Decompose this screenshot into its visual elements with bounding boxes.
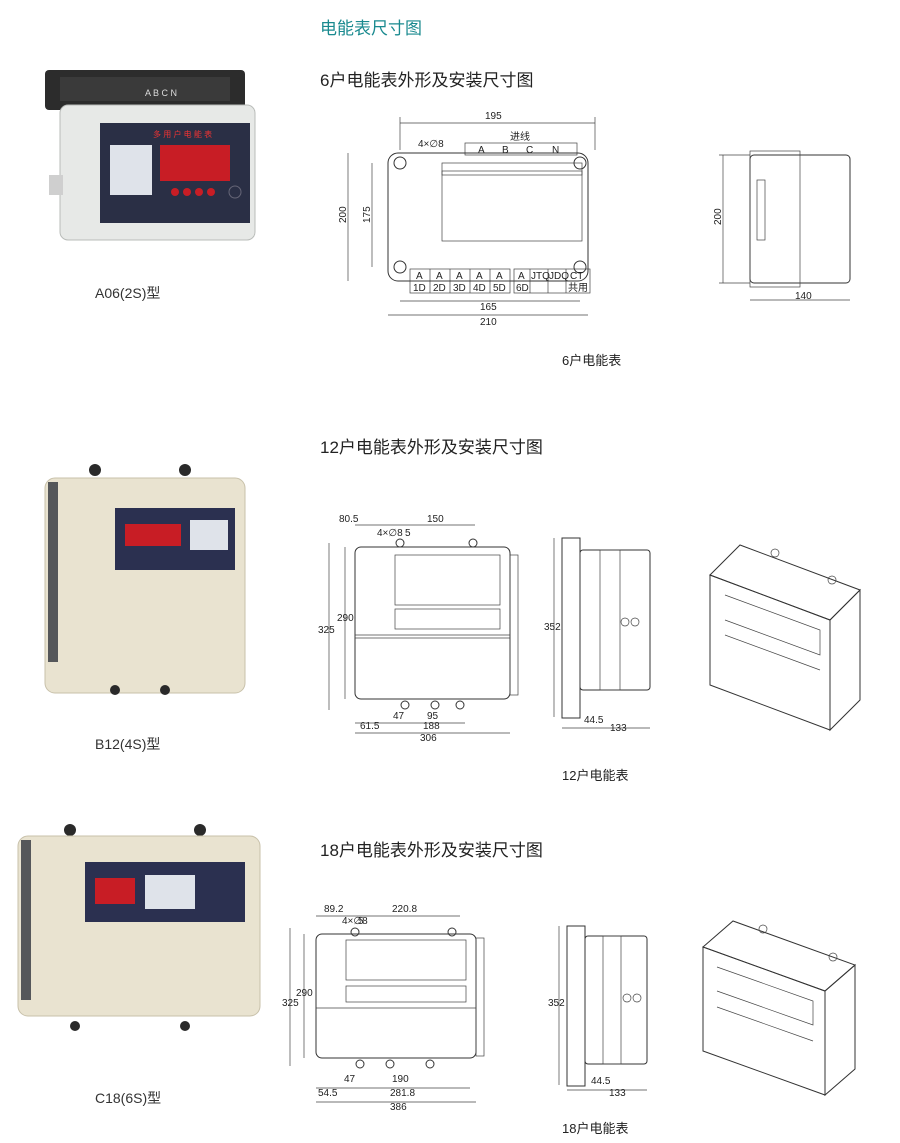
svg-text:4D: 4D [473, 283, 486, 294]
dim-a-12: 80.5 [339, 514, 359, 525]
front-drawing-12: 80.5 150 4×∅8 5 325 290 47 95 61.5 188 3… [318, 514, 519, 744]
model-label-b12: B12(4S)型 [95, 736, 161, 752]
dim-side-h-6: 200 [713, 208, 724, 225]
dim-side-h-18: 352 [548, 998, 565, 1009]
hole-label-6: 4×∅8 [418, 139, 444, 150]
dim-side-d-12: 133 [610, 723, 627, 734]
svg-text:B: B [502, 145, 509, 156]
iso-drawing-12 [709, 544, 861, 732]
hole-label-12: 4×∅8 [377, 528, 403, 539]
side-drawing-12: 352 44.5 133 [544, 537, 651, 734]
section-3-title: 18户电能表外形及安装尺寸图 [320, 841, 543, 860]
dim-d1-18: 47 [344, 1074, 356, 1085]
inlet-label: 进线 [510, 130, 530, 143]
product-photo-b12 [44, 464, 246, 695]
front-drawing-18: 89.2 220.8 4×∅8 5 325 290 47 190 54.5 28… [282, 904, 485, 1113]
caption-18: 18户电能表 [562, 1121, 629, 1136]
svg-text:5D: 5D [493, 283, 506, 294]
svg-text:CT: CT [570, 271, 583, 282]
dim-d4-18: 54.5 [318, 1088, 338, 1099]
dim-d5-12: 306 [420, 733, 437, 744]
dim-d2-18: 190 [392, 1074, 409, 1085]
dim-a-18: 89.2 [324, 904, 344, 915]
dim-d3-18: 281.8 [390, 1088, 415, 1099]
svg-text:1D: 1D [413, 283, 426, 294]
model-label-c18: C18(6S)型 [95, 1090, 162, 1106]
model-label-a06: A06(2S)型 [95, 285, 161, 301]
dim-h-in-12: 290 [337, 613, 354, 624]
svg-text:6D: 6D [516, 283, 529, 294]
section-1-title: 6户电能表外形及安装尺寸图 [320, 71, 534, 90]
caption-6: 6户电能表 [562, 353, 622, 368]
dim-side-d-18: 133 [609, 1088, 626, 1099]
page-title: 电能表尺寸图 [320, 19, 422, 38]
product-photo-c18 [17, 824, 261, 1031]
svg-text:A: A [476, 271, 483, 282]
terminal-letters-a06: A B C N [145, 88, 177, 98]
dim-h-in-18: 290 [296, 988, 313, 999]
svg-text:2D: 2D [433, 283, 446, 294]
dim-w-top: 195 [485, 111, 502, 122]
svg-text:3D: 3D [453, 283, 466, 294]
dim-side-a-18: 44.5 [591, 1076, 611, 1087]
svg-text:JTQ: JTQ [531, 271, 550, 282]
caption-12: 12户电能表 [562, 768, 629, 783]
dim-d4-12: 61.5 [360, 721, 380, 732]
iso-drawing-18 [702, 920, 856, 1097]
dim-h-out-6: 200 [338, 206, 349, 223]
dim-d5-18: 386 [390, 1102, 407, 1113]
dim-h-in-6: 175 [362, 206, 373, 223]
svg-text:5: 5 [405, 528, 411, 539]
svg-text:A: A [478, 145, 485, 156]
hole-label-18: 4×∅8 [342, 916, 368, 927]
dim-w-mid: 165 [480, 302, 497, 313]
svg-text:JDQ: JDQ [549, 271, 569, 282]
section-2-title: 12户电能表外形及安装尺寸图 [320, 438, 543, 457]
dim-d3-12: 188 [423, 721, 440, 732]
svg-text:5: 5 [358, 916, 364, 927]
dim-b-12: 150 [427, 514, 444, 525]
dim-w-bot: 210 [480, 317, 497, 328]
dim-side-h-12: 352 [544, 622, 561, 633]
svg-text:A: A [456, 271, 463, 282]
dim-b-18: 220.8 [392, 904, 417, 915]
dim-d1-12: 47 [393, 711, 405, 722]
front-drawing-6: 195 4×∅8 进线 A B C N 200 175 A A A A A 1D… [338, 111, 596, 328]
dim-h-out-12: 325 [318, 625, 335, 636]
product-photo-a06: A B C N 多 用 户 电 能 表 [45, 70, 256, 241]
svg-text:A: A [436, 271, 443, 282]
svg-text:A: A [518, 271, 525, 282]
svg-text:C: C [526, 145, 533, 156]
svg-text:A: A [416, 271, 423, 282]
bottom-terminals-6: A A A A A 1D 2D 3D 4D 5D A 6D JTQ JDQ CT… [409, 268, 591, 294]
dim-h-out-18: 325 [282, 998, 299, 1009]
svg-text:共用: 共用 [568, 282, 588, 294]
side-drawing-18: 352 44.5 133 [548, 925, 648, 1099]
svg-text:N: N [552, 145, 559, 156]
side-drawing-6: 200 140 [713, 150, 851, 302]
dim-d2-12: 95 [427, 711, 439, 722]
dim-side-d-6: 140 [795, 291, 812, 302]
panel-title-a06: 多 用 户 电 能 表 [153, 129, 212, 139]
svg-text:A: A [496, 271, 503, 282]
dim-side-a-12: 44.5 [584, 715, 604, 726]
